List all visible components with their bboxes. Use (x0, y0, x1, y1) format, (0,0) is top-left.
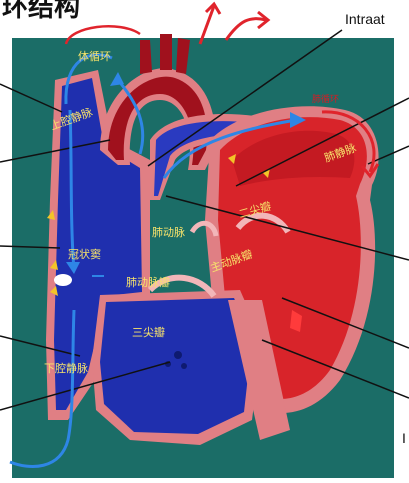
right-ventricle (100, 298, 252, 434)
leader-line-6 (235, 97, 409, 187)
marker-triangle-3 (50, 286, 58, 296)
rv-trabecula-1 (174, 351, 182, 359)
systemic-loop-arrow (64, 25, 141, 45)
leader-line-5 (0, 361, 171, 411)
label-pulmonary-valve: 肺动脉瓣 (126, 275, 170, 289)
label-coronary-sinus: 冠状窦 (68, 247, 101, 261)
tricuspid-valve-shape (147, 274, 217, 298)
aorta-branch-2 (160, 34, 172, 70)
leader-line-1 (0, 83, 63, 113)
label-inferior-vena-cava: 下腔静脉 (44, 361, 88, 375)
svc-flow-arrow (64, 53, 113, 105)
leader-line-4 (0, 335, 81, 357)
title-fragment: 环结构 (2, 0, 80, 22)
corner-label-bottom: I (402, 430, 406, 446)
leader-line-8 (165, 195, 409, 261)
leader-line-10 (261, 339, 409, 399)
coronary-sinus-opening (54, 274, 72, 286)
interventricular-septum (228, 300, 290, 440)
pulmonary-up-arrowhead (110, 72, 124, 86)
corner-label-intraatrial: Intraat (345, 11, 385, 27)
pulmonary-right-arrow (162, 118, 297, 179)
marker-triangle-1 (47, 210, 55, 220)
leader-line-intraatrial (147, 29, 343, 167)
atrium-flow-arrow (68, 109, 76, 271)
label-systemic-circulation: 体循环 (78, 49, 111, 63)
leader-line-2 (0, 139, 111, 163)
rv-trabecula-2 (181, 363, 187, 369)
ivc-flow-arrow (9, 309, 76, 468)
marker-triangle-2 (50, 260, 58, 270)
aorta-out-arrow-2 (224, 17, 267, 41)
atrium-flow-arrowhead (66, 262, 80, 274)
aortic-valve-shape (189, 220, 219, 237)
lv-papillary-muscle (290, 310, 302, 332)
marker-triangle-4 (228, 154, 236, 164)
pulmonary-return-arrowhead (360, 163, 380, 179)
aorta-out-arrow-1 (198, 5, 216, 45)
pulmonary-return-arrow (321, 110, 376, 173)
leader-line-3 (0, 245, 61, 249)
label-pulmonary-circulation: 肺循环 (312, 93, 339, 105)
pulmonary-up-arrow (116, 79, 145, 155)
label-pulmonary-artery: 肺动脉 (152, 225, 185, 239)
leader-line-9 (281, 297, 409, 349)
aorta-branch-3 (176, 38, 190, 74)
aorta-branch-1 (140, 40, 152, 74)
aorta-out-arrowhead-1 (204, 1, 222, 15)
aorta-out-arrowhead-2 (257, 10, 271, 30)
label-tricuspid-valve: 三尖瓣 (132, 325, 165, 339)
pulmonary-right-arrowhead (290, 112, 306, 128)
